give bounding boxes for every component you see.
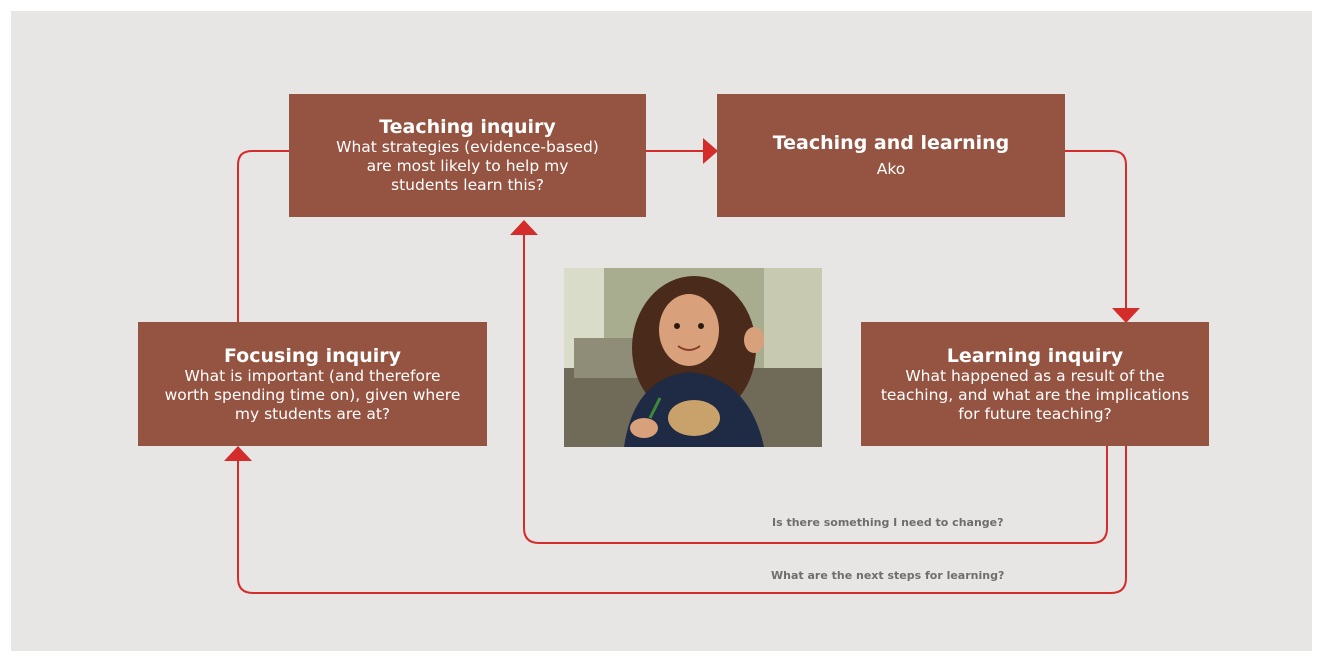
focusing-inquiry-title: Focusing inquiry: [223, 344, 402, 367]
arrow-change-loop: [523, 234, 1108, 544]
focusing-inquiry-text: What is important (and therefore worth s…: [164, 366, 461, 423]
arrowhead-teachlearn: [703, 138, 718, 164]
box-focusing-inquiry: Focusing inquiry What is important (and …: [138, 322, 487, 446]
arrowhead-learning: [1112, 308, 1140, 323]
teaching-inquiry-text: What strategies (evidence-based) are mos…: [336, 138, 599, 194]
arrow-next-steps-loop: [237, 446, 1127, 594]
photo-illustration: [564, 268, 822, 447]
arrowhead-focusing-up: [224, 446, 252, 461]
label-change: Is there something I need to change?: [772, 516, 1004, 529]
arrow-focusing-to-teaching: [237, 150, 289, 322]
arrowhead-teaching-up: [510, 220, 538, 235]
learning-inquiry-title: Learning inquiry: [946, 344, 1124, 367]
girl-writing-photo: [564, 268, 822, 447]
teaching-learning-title: Teaching and learning: [772, 132, 1010, 154]
box-teaching-learning: Teaching and learning Ako: [717, 94, 1065, 217]
arrow-teachlearn-to-learning: [1065, 150, 1127, 310]
teaching-inquiry-title: Teaching inquiry: [379, 116, 556, 138]
box-learning-inquiry: Learning inquiry What happened as a resu…: [861, 322, 1209, 446]
learning-inquiry-text: What happened as a result of the teachin…: [880, 366, 1190, 423]
box-teaching-inquiry: Teaching inquiry What strategies (eviden…: [289, 94, 646, 217]
teaching-learning-text: Ako: [876, 160, 906, 178]
label-next-steps: What are the next steps for learning?: [771, 569, 1005, 582]
